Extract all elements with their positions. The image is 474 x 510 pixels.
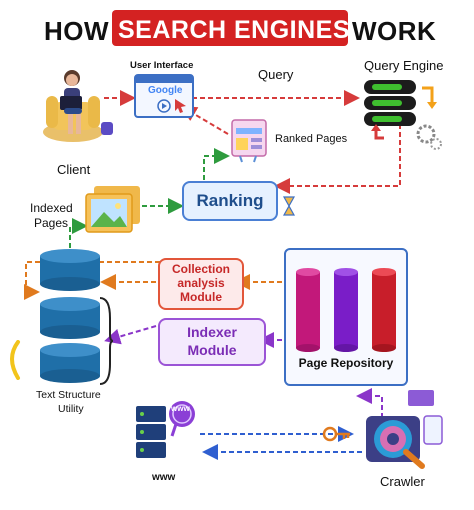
client-label: Client: [57, 162, 91, 177]
collection-analysis-module-box: Collection analysis Module: [158, 258, 244, 310]
query-engine-label: Query Engine: [364, 58, 444, 73]
collection-label-line1: Collection: [171, 262, 230, 276]
collection-label-line3: Module: [180, 290, 222, 304]
page-repository-box: Page Repository: [284, 248, 408, 386]
user-interface-label: User Interface: [130, 60, 194, 71]
client-person-icon: [43, 70, 103, 142]
arrow-query-engine-to-ranking: [274, 124, 401, 194]
text-structure-label-line2: Utility: [58, 403, 84, 415]
arrow-ranking-to-ranked: [203, 148, 230, 180]
page-repository-cylinders: [296, 268, 396, 352]
text-structure-label-line1: Text Structure: [36, 389, 101, 401]
title-highlight-box: [112, 10, 348, 46]
indexer-label-line1: Indexer: [187, 324, 237, 340]
query-engine-server-icon: [364, 80, 442, 150]
key-icon: [322, 426, 350, 442]
repo-cylinder-purple: [334, 268, 358, 352]
ranking-box: Ranking: [182, 181, 278, 221]
diagram-title: HOW SEARCH ENGINES WORK: [0, 6, 474, 48]
repo-cylinder-red: [372, 268, 396, 352]
indexed-pages-label-line1: Indexed: [30, 201, 73, 215]
indexed-pages-image-icon: [85, 186, 140, 233]
arrow-indexer-to-db: [104, 325, 157, 345]
play-icon: [157, 99, 171, 113]
crawler-icon: [366, 390, 443, 469]
indexer-module-box: Indexer Module: [158, 318, 266, 366]
cursor-icon: [175, 99, 186, 113]
indexer-label-line2: Module: [187, 342, 237, 358]
www-badge-text: www: [171, 404, 190, 413]
query-label: Query: [258, 67, 294, 82]
database-top: [40, 249, 100, 291]
www-badge: www: [170, 404, 196, 416]
ranked-pages-label: Ranked Pages: [275, 133, 348, 145]
hourglass-icon: [282, 196, 296, 216]
title-part1: HOW: [44, 16, 110, 46]
database-stack-icon: [40, 249, 100, 383]
indexed-pages-label-line2: Pages: [34, 216, 69, 230]
database-bottom: [40, 343, 100, 383]
www-server-icon: [136, 401, 195, 458]
ranked-pages-icon: [231, 119, 267, 163]
database-middle: [40, 297, 100, 339]
browser-titlebar: [136, 76, 192, 83]
title-part2: WORK: [352, 16, 437, 46]
collection-label-line2: analysis: [177, 276, 225, 290]
arrow-crawler-to-repo: [356, 388, 383, 418]
title-highlight: SEARCH ENGINES: [118, 16, 351, 44]
yellow-arc-icon: [10, 340, 20, 380]
google-logo-text: Google: [148, 85, 183, 96]
page-repository-label: Page Repository: [298, 356, 394, 370]
crawler-label: Crawler: [380, 474, 425, 489]
www-label: www: [152, 472, 176, 483]
browser-window: Google: [134, 74, 194, 118]
repo-cylinder-pink: [296, 268, 320, 352]
bag-icon: [101, 122, 113, 135]
brace-icon: [99, 297, 114, 385]
